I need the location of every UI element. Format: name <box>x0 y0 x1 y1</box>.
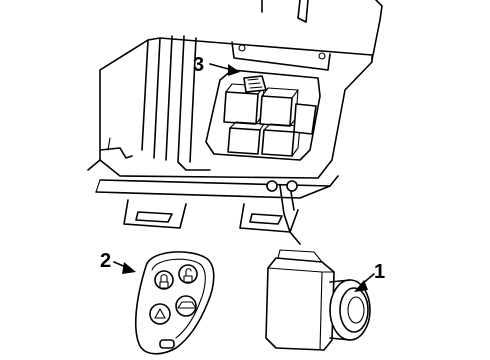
callout-1: 1 <box>354 261 385 292</box>
dashboard-panel <box>87 0 383 245</box>
arrow-head-icon <box>354 280 368 292</box>
lock-icon <box>154 270 174 290</box>
key-ring-slot <box>159 339 175 349</box>
unlock-icon <box>178 264 198 284</box>
trunk-icon <box>175 295 197 317</box>
key-fob <box>134 251 215 355</box>
panic-icon <box>149 303 171 325</box>
arrow-head-icon <box>122 262 136 274</box>
callout-1-label: 1 <box>374 261 385 283</box>
arrow-head-icon <box>228 64 240 76</box>
callout-3: 3 <box>193 54 240 76</box>
relay-block <box>205 69 321 161</box>
callout-2-label: 2 <box>100 250 111 272</box>
receiver-module <box>265 249 371 351</box>
callout-3-label: 3 <box>193 54 204 76</box>
callout-2: 2 <box>100 250 136 274</box>
